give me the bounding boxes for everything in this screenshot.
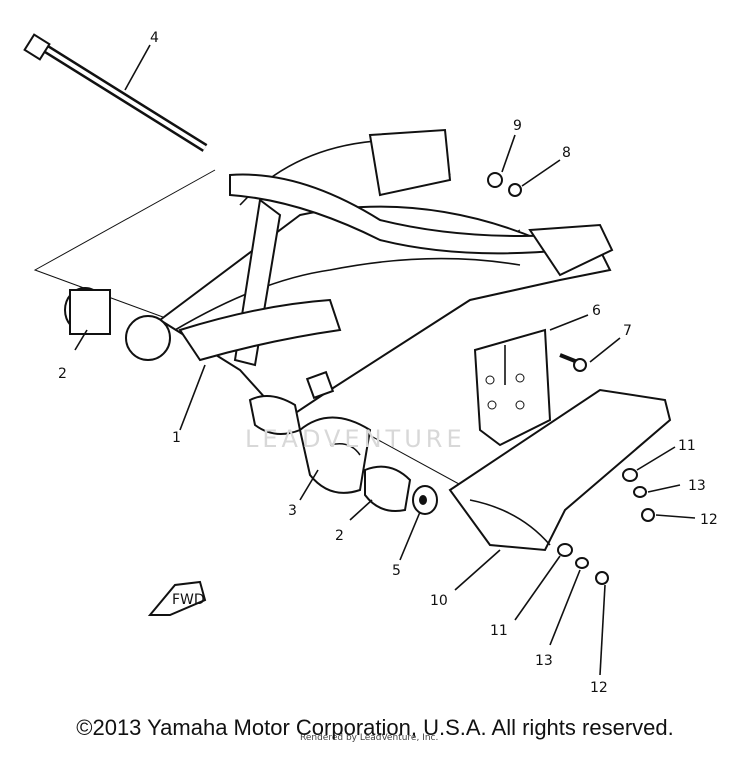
callout-2-right: 2	[335, 528, 344, 544]
callout-13-lower: 13	[535, 653, 553, 669]
swing-arm	[158, 128, 614, 422]
rubber-damper	[298, 416, 372, 494]
callout-2-left: 2	[58, 366, 67, 382]
bushing-right	[248, 395, 412, 512]
callout-9: 9	[513, 118, 522, 134]
collar	[412, 485, 438, 515]
callout-13-upper: 13	[688, 478, 706, 494]
callout-7: 7	[623, 323, 632, 339]
fwd-arrow: FWD	[147, 580, 207, 616]
bushing-left	[64, 287, 171, 361]
fwd-label: FWD	[172, 592, 205, 608]
callout-3: 3	[288, 503, 297, 519]
callout-5: 5	[392, 563, 401, 579]
parts-diagram: FWD 4 9 8 6 7 2 1 3 2 5 10 11 13 12	[23, 30, 718, 696]
callout-1: 1	[172, 430, 181, 446]
callout-6: 6	[592, 303, 601, 319]
copyright-text: ©2013 Yamaha Motor Corporation, U.S.A. A…	[76, 715, 674, 740]
callout-8: 8	[562, 145, 571, 161]
callout-12-upper: 12	[700, 512, 718, 528]
bracket-plate	[473, 328, 552, 447]
watermark: LEADVENTURE	[245, 425, 466, 453]
credit-text: Rendered by LeadVenture, Inc.	[300, 733, 439, 743]
bolt-7	[559, 353, 587, 372]
leader-lines	[74, 44, 696, 676]
callout-12-lower: 12	[590, 680, 608, 696]
callout-11-lower: 11	[490, 623, 508, 639]
hardware-upper	[622, 468, 655, 522]
chain-guard	[448, 388, 672, 552]
callout-10: 10	[430, 593, 448, 609]
callout-4: 4	[150, 30, 159, 46]
hardware-lower	[557, 543, 609, 585]
pivot-shaft	[23, 33, 208, 152]
callout-11-upper: 11	[678, 438, 696, 454]
nut-washer-8-9	[487, 172, 522, 197]
callout-labels: 4 9 8 6 7 2 1 3 2 5 10 11 13 12 11 13 12	[58, 30, 718, 696]
